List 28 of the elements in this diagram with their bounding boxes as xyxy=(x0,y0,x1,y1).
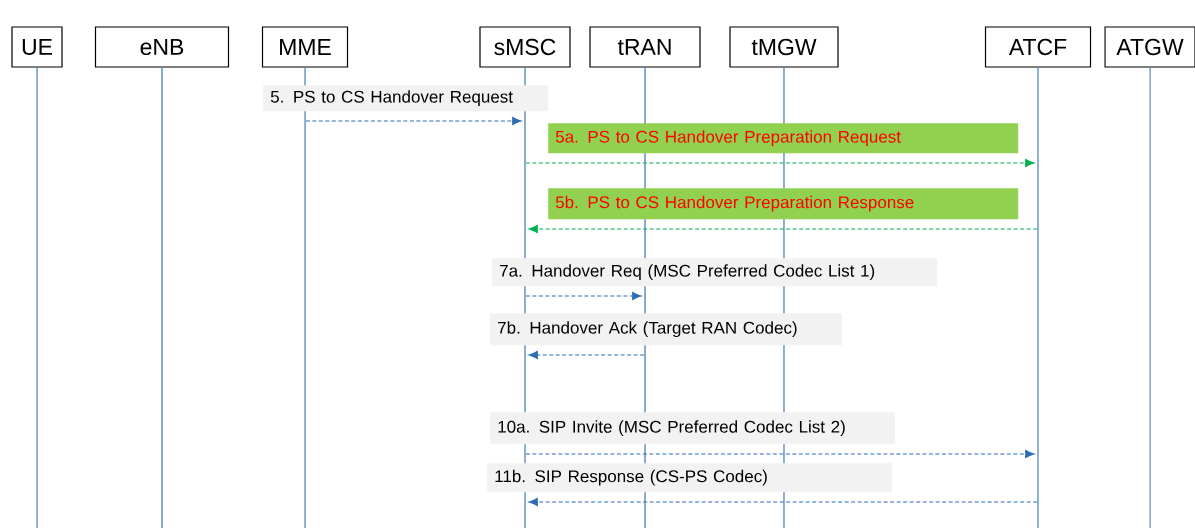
message-arrow xyxy=(528,498,1038,506)
participant-box: ATCF xyxy=(984,26,1092,68)
lifeline xyxy=(644,67,646,528)
lifeline xyxy=(1037,67,1039,528)
edge-label: 5a. PS to CS Handover Preparation Request xyxy=(548,123,1019,154)
message-arrow xyxy=(528,225,1038,233)
participant-box: eNB xyxy=(94,26,230,68)
edge-label: 11b. SIP Response (CS-PS Codec) xyxy=(487,463,893,493)
message-arrow xyxy=(525,292,642,300)
participant-box: MME xyxy=(261,26,349,68)
lifeline xyxy=(36,67,38,528)
lifeline xyxy=(161,67,163,528)
participant-box: sMSC xyxy=(479,26,571,68)
participant-box: tMGW xyxy=(729,26,839,68)
participant-box: tRAN xyxy=(589,26,701,68)
edge-label: 7b. Handover Ack (Target RAN Codec) xyxy=(490,313,843,346)
edge-label: 5. PS to CS Handover Request xyxy=(263,85,549,112)
message-arrow xyxy=(525,159,1035,167)
lifeline xyxy=(304,67,306,528)
edge-label: 10a. SIP Invite (MSC Preferred Codec List 2) xyxy=(490,412,896,445)
message-arrow xyxy=(525,450,1035,458)
edge-label: 5b. PS to CS Handover Preparation Response xyxy=(548,188,1019,220)
participant-box: ATGW xyxy=(1104,26,1195,68)
edge-label: 7a. Handover Req (MSC Preferred Codec List 1) xyxy=(492,258,938,287)
participant-box: UE xyxy=(11,26,63,68)
message-arrow xyxy=(305,117,522,125)
message-arrow xyxy=(528,351,645,359)
lifeline xyxy=(1149,67,1151,528)
